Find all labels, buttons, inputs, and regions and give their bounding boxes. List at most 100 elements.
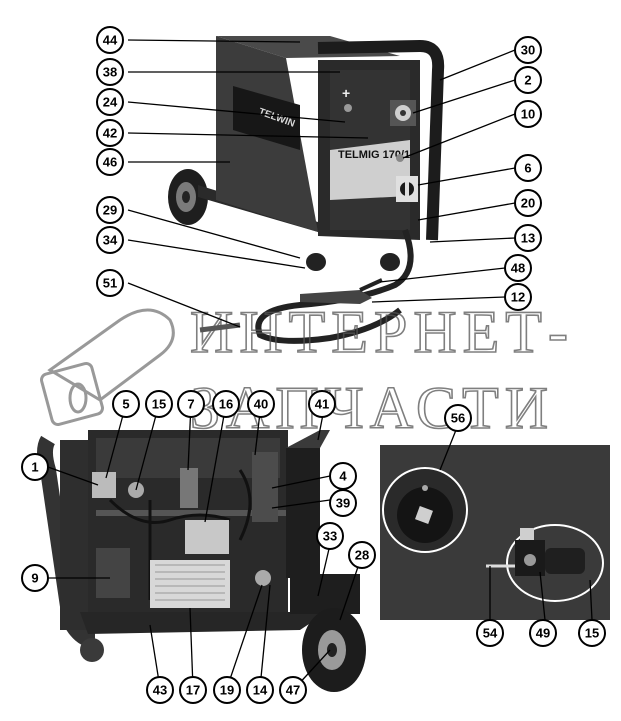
indicator-light bbox=[396, 154, 404, 162]
svg-text:49: 49 bbox=[536, 626, 550, 641]
callout-44: 44 bbox=[96, 26, 124, 54]
svg-text:30: 30 bbox=[521, 43, 535, 58]
callout-40: 40 bbox=[247, 390, 275, 418]
gas-bottle-tray bbox=[290, 574, 360, 614]
svg-text:42: 42 bbox=[103, 126, 117, 141]
svg-text:43: 43 bbox=[153, 683, 167, 698]
callout-56: 56 bbox=[444, 404, 472, 432]
watermark: ИНТЕРНЕТ- ЗАПЧАСТИ bbox=[40, 298, 574, 442]
svg-text:17: 17 bbox=[186, 683, 200, 698]
svg-text:19: 19 bbox=[220, 683, 234, 698]
callout-43: 43 bbox=[146, 676, 174, 704]
callout-54: 54 bbox=[476, 619, 504, 647]
svg-text:28: 28 bbox=[355, 548, 369, 563]
component-5 bbox=[92, 472, 116, 498]
callout-42: 42 bbox=[96, 119, 124, 147]
carry-handle bbox=[317, 39, 445, 241]
callout-4: 4 bbox=[329, 462, 357, 490]
rear-frame bbox=[37, 435, 96, 648]
reel-compartment bbox=[286, 448, 320, 578]
model-label: TELMIG 170/1 bbox=[338, 149, 410, 161]
callout-48: 48 bbox=[504, 254, 532, 282]
callout-1: 1 bbox=[21, 453, 49, 481]
callout-30: 30 bbox=[514, 36, 542, 64]
watermark-line1: ИНТЕРНЕТ- bbox=[190, 299, 574, 365]
callout-14: 14 bbox=[246, 676, 274, 704]
svg-text:15: 15 bbox=[152, 397, 166, 412]
side-logo: TELWIN bbox=[233, 86, 300, 150]
svg-text:20: 20 bbox=[521, 196, 535, 211]
svg-text:44: 44 bbox=[103, 33, 118, 48]
svg-text:24: 24 bbox=[103, 95, 118, 110]
rear-wheel-top bbox=[168, 169, 208, 225]
callout-51: 51 bbox=[96, 269, 124, 297]
svg-text:39: 39 bbox=[336, 496, 350, 511]
svg-text:12: 12 bbox=[511, 290, 525, 305]
callout-38: 38 bbox=[96, 58, 124, 86]
svg-text:2: 2 bbox=[524, 73, 531, 88]
callout-41: 41 bbox=[308, 390, 336, 418]
svg-text:9: 9 bbox=[31, 571, 38, 586]
svg-text:47: 47 bbox=[286, 683, 300, 698]
transformer bbox=[150, 560, 230, 608]
callout-12: 12 bbox=[504, 283, 532, 311]
svg-text:13: 13 bbox=[521, 231, 535, 246]
callout-49: 49 bbox=[529, 619, 557, 647]
callout-46: 46 bbox=[96, 148, 124, 176]
inset-wire-feeder bbox=[380, 445, 610, 620]
plus-terminal bbox=[344, 104, 352, 112]
machine-interior-view bbox=[37, 430, 366, 692]
callout-24: 24 bbox=[96, 88, 124, 116]
callout-13: 13 bbox=[514, 224, 542, 252]
front-label bbox=[330, 140, 410, 200]
callout-20: 20 bbox=[514, 189, 542, 217]
svg-text:16: 16 bbox=[219, 397, 233, 412]
callout-19: 19 bbox=[213, 676, 241, 704]
callout-15-inset: 15 bbox=[578, 619, 606, 647]
divider-plate bbox=[96, 510, 286, 516]
svg-text:48: 48 bbox=[511, 261, 525, 276]
callout-6: 6 bbox=[514, 154, 542, 182]
svg-text:34: 34 bbox=[103, 233, 118, 248]
svg-text:51: 51 bbox=[103, 276, 117, 291]
svg-text:14: 14 bbox=[253, 683, 268, 698]
callout-17: 17 bbox=[179, 676, 207, 704]
callout-16: 16 bbox=[212, 390, 240, 418]
plus-terminal-label: + bbox=[342, 85, 350, 101]
svg-text:54: 54 bbox=[483, 626, 498, 641]
svg-text:6: 6 bbox=[524, 161, 531, 176]
wire-speed-knob bbox=[390, 100, 416, 126]
callout-2: 2 bbox=[514, 66, 542, 94]
rear-panel bbox=[60, 440, 90, 630]
svg-text:41: 41 bbox=[315, 397, 329, 412]
svg-text:33: 33 bbox=[323, 529, 337, 544]
svg-text:1: 1 bbox=[31, 460, 38, 475]
component-7 bbox=[180, 468, 198, 508]
front-caster bbox=[80, 638, 104, 662]
callout-47: 47 bbox=[279, 676, 307, 704]
svg-text:40: 40 bbox=[254, 397, 268, 412]
chainsaw-logo bbox=[40, 308, 175, 426]
svg-text:15: 15 bbox=[585, 626, 599, 641]
machine-top-view: TELWIN TELMIG 170/1 + bbox=[168, 36, 445, 344]
control-board bbox=[96, 548, 130, 598]
svg-text:10: 10 bbox=[521, 107, 535, 122]
svg-text:56: 56 bbox=[451, 411, 465, 426]
leader-lines bbox=[47, 39, 593, 689]
wire-feeder bbox=[486, 528, 585, 576]
torch-nozzle bbox=[199, 322, 241, 333]
torch-cable bbox=[255, 228, 414, 344]
svg-text:4: 4 bbox=[339, 469, 347, 484]
callout-15-top: 15 bbox=[145, 390, 173, 418]
rear-wheel bbox=[302, 608, 366, 692]
front-caster-left bbox=[306, 253, 326, 271]
front-caster-right bbox=[380, 253, 400, 271]
selector-switch bbox=[396, 176, 418, 202]
callout-33: 33 bbox=[316, 522, 344, 550]
earth-clamp bbox=[300, 278, 383, 304]
callout-10: 10 bbox=[514, 100, 542, 128]
callout-9: 9 bbox=[21, 564, 49, 592]
callout-34: 34 bbox=[96, 226, 124, 254]
